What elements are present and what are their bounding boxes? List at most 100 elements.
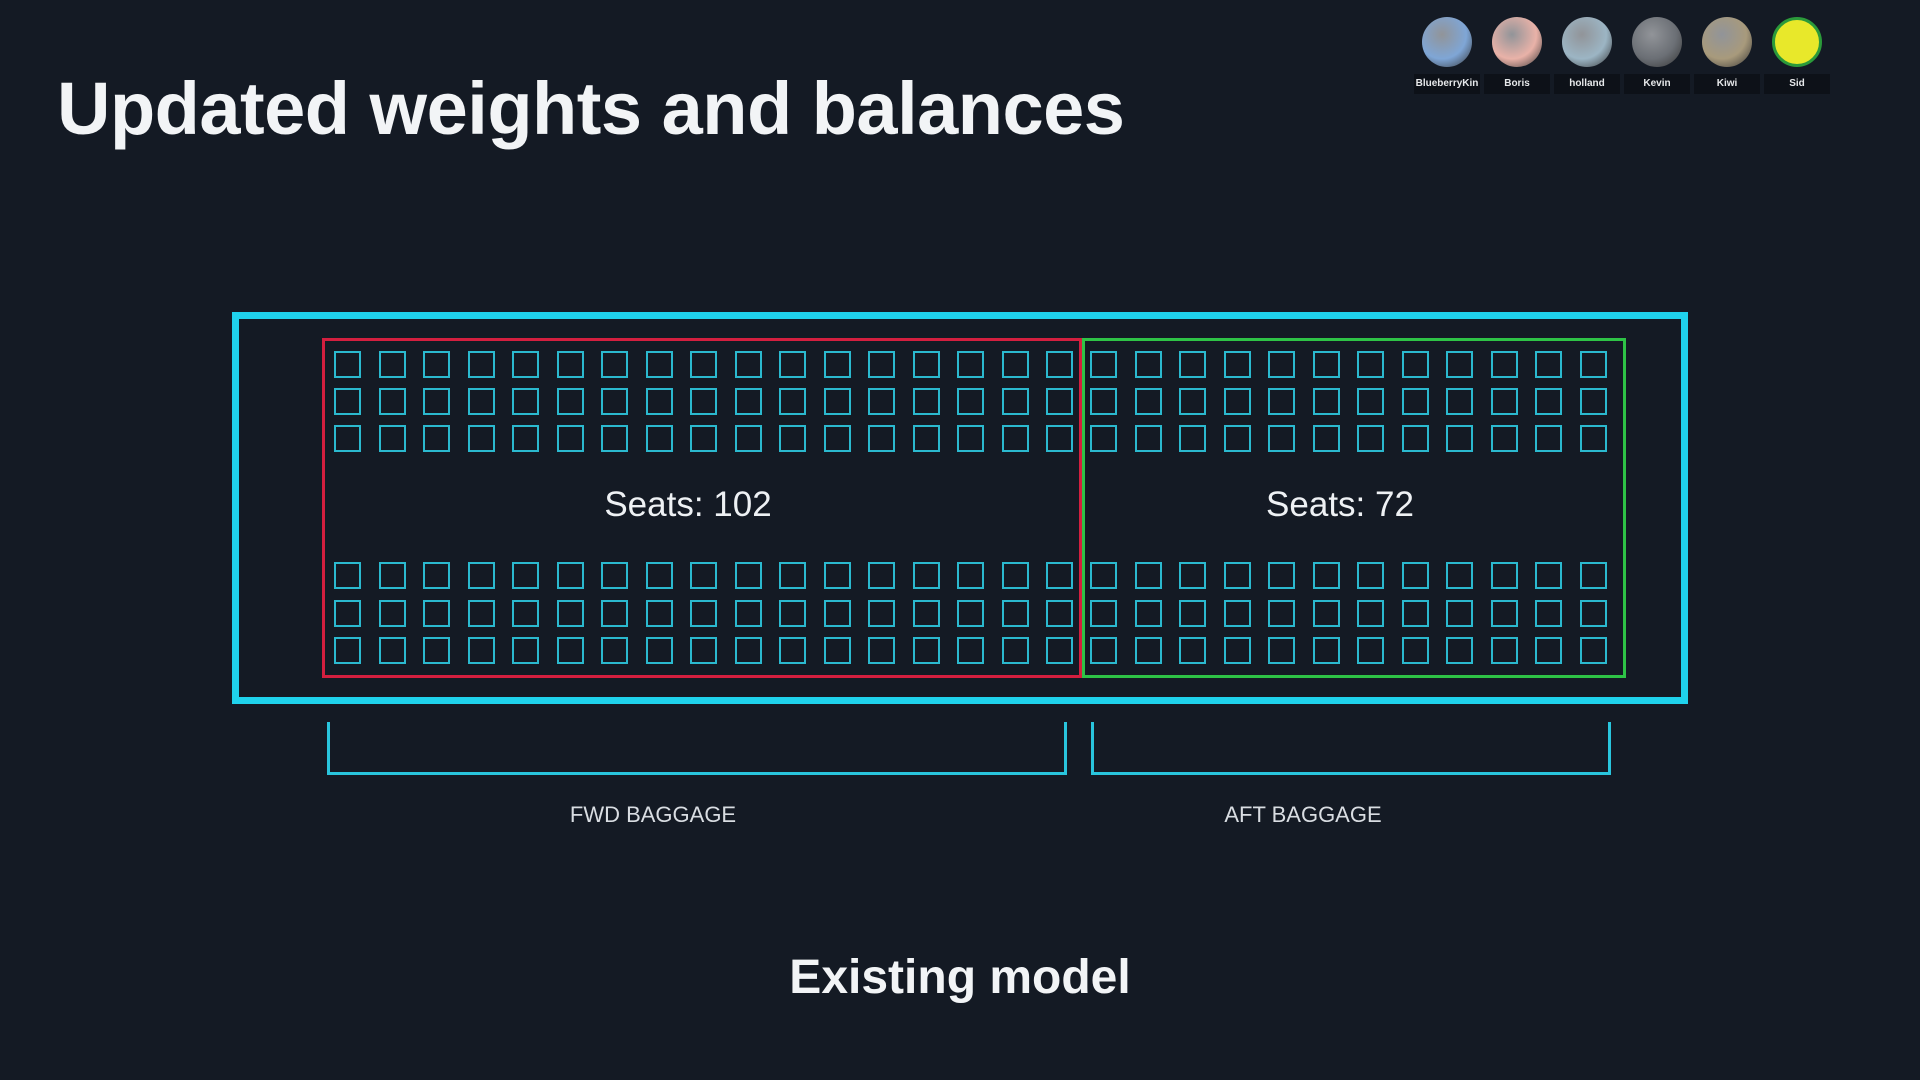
aft-seat (1357, 388, 1384, 415)
forward-seat (645, 600, 673, 627)
aft-seat (1490, 562, 1518, 589)
forward-seat (912, 388, 940, 415)
forward-seat (423, 388, 450, 415)
forward-seat (912, 562, 940, 589)
aft-seat (1490, 388, 1518, 415)
forward-seat (1046, 388, 1073, 415)
aft-seat (1401, 388, 1429, 415)
forward-seat (690, 637, 717, 664)
forward-seat (823, 562, 851, 589)
aft-seat (1090, 425, 1117, 452)
participant-name: Kevin (1624, 74, 1690, 94)
forward-seat (957, 388, 984, 415)
forward-seat (467, 600, 495, 627)
aft-seat (1579, 562, 1607, 589)
forward-seat (690, 425, 717, 452)
forward-seat (467, 637, 495, 664)
participant-tile[interactable]: Boris (1482, 17, 1552, 94)
forward-seat (868, 388, 895, 415)
forward-seat (512, 388, 539, 415)
forward-seat (868, 351, 895, 378)
aft-seat (1223, 388, 1251, 415)
participant-name: Kiwi (1694, 74, 1760, 94)
avatar-image (1702, 17, 1752, 67)
forward-seat (868, 425, 895, 452)
forward-seat (823, 351, 851, 378)
forward-seat (512, 425, 539, 452)
aft-seat (1134, 425, 1162, 452)
aft-seat (1446, 388, 1473, 415)
forward-seat (334, 351, 361, 378)
aft-seat (1223, 562, 1251, 589)
participant-tile[interactable]: Kiwi (1692, 17, 1762, 94)
forward-seat (1001, 600, 1029, 627)
forward-seat (690, 388, 717, 415)
forward-seat (734, 351, 762, 378)
forward-seat (957, 637, 984, 664)
forward-seat (868, 562, 895, 589)
aft-seat (1535, 388, 1562, 415)
aft-seat (1446, 425, 1473, 452)
forward-seat (912, 600, 940, 627)
aft-seat (1401, 562, 1429, 589)
fuselage-outline (232, 312, 1688, 704)
aft-seat (1401, 425, 1429, 452)
aft-seat (1090, 637, 1117, 664)
forward-seat (779, 600, 806, 627)
forward-seat (823, 425, 851, 452)
aft-seat (1446, 562, 1473, 589)
forward-seat (957, 425, 984, 452)
aft-seat (1357, 425, 1384, 452)
aft-seat (1312, 425, 1340, 452)
forward-seat (334, 562, 361, 589)
forward-seat (957, 562, 984, 589)
aft-baggage-bracket (1091, 722, 1611, 775)
aft-seat (1535, 351, 1562, 378)
forward-seat (734, 388, 762, 415)
forward-seat (734, 637, 762, 664)
aft-seat (1490, 600, 1518, 627)
aft-cabin-zone (1082, 338, 1626, 678)
forward-seat (512, 351, 539, 378)
aft-seat (1223, 600, 1251, 627)
forward-seat (423, 351, 450, 378)
aft-seat (1579, 388, 1607, 415)
forward-seat (423, 562, 450, 589)
aft-seat (1579, 637, 1607, 664)
forward-seat (868, 637, 895, 664)
forward-seat (645, 351, 673, 378)
aft-seat (1446, 637, 1473, 664)
forward-seat (912, 351, 940, 378)
aft-seat (1223, 351, 1251, 378)
forward-cabin-zone (322, 338, 1082, 678)
forward-seat (378, 562, 406, 589)
aft-seat (1312, 600, 1340, 627)
participant-tile[interactable]: holland (1552, 17, 1622, 94)
forward-seat (1001, 637, 1029, 664)
participant-tile[interactable]: Kevin (1622, 17, 1692, 94)
avatar-image (1422, 17, 1472, 67)
avatar-image (1772, 17, 1822, 67)
forward-seat (1001, 425, 1029, 452)
aft-seat (1268, 637, 1295, 664)
forward-seat (601, 351, 628, 378)
forward-seat (601, 388, 628, 415)
aft-seat (1179, 637, 1206, 664)
forward-seat (601, 562, 628, 589)
forward-seat (779, 562, 806, 589)
forward-seat (512, 637, 539, 664)
forward-seat (868, 600, 895, 627)
forward-seat (690, 562, 717, 589)
forward-seat (1046, 351, 1073, 378)
aft-seat (1223, 637, 1251, 664)
forward-seat (734, 425, 762, 452)
forward-seat (823, 637, 851, 664)
forward-seat (601, 637, 628, 664)
participant-tile[interactable]: Sid (1762, 17, 1832, 94)
aft-seat (1446, 600, 1473, 627)
forward-seat (378, 637, 406, 664)
forward-seat (334, 388, 361, 415)
forward-seat (334, 637, 361, 664)
aft-seat (1579, 600, 1607, 627)
participant-tile[interactable]: BlueberryKin (1412, 17, 1482, 94)
